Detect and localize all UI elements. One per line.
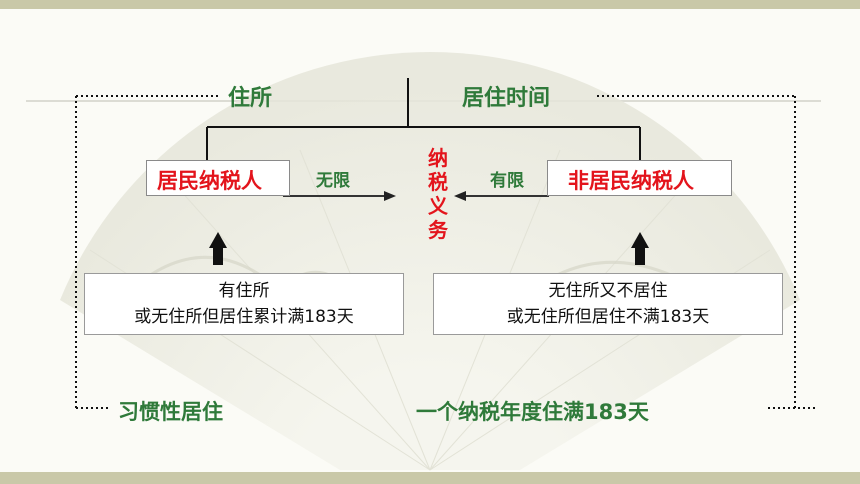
tax-obligation-char: 义 — [428, 194, 448, 218]
unlimited-label: 无限 — [316, 171, 350, 191]
limited-label: 有限 — [490, 171, 524, 191]
tax-obligation-char: 纳 — [428, 146, 448, 170]
resident-condition-line1: 有住所 — [218, 281, 270, 301]
nonresident-taxpayer-box: 非居民纳税人 — [547, 160, 732, 196]
nonresident-taxpayer-label: 非居民纳税人 — [568, 169, 694, 193]
tax-obligation-label: 纳 税 义 务 — [426, 146, 450, 242]
bottom-decorative-band — [0, 472, 860, 484]
habitual-residence-label: 习惯性居住 — [118, 400, 223, 424]
nonresident-condition-line1: 无住所又不居住 — [548, 281, 668, 301]
tax-obligation-char: 税 — [428, 170, 448, 194]
domicile-header: 住所 — [228, 86, 273, 111]
resident-taxpayer-label: 居民纳税人 — [157, 169, 262, 193]
tax-obligation-char: 务 — [428, 218, 448, 242]
top-decorative-band — [0, 0, 860, 9]
resident-condition-line2: 或无住所但居住累计满183天 — [134, 307, 354, 327]
nonresident-condition-line2: 或无住所但居住不满183天 — [506, 307, 710, 327]
residence-time-header: 居住时间 — [462, 86, 551, 111]
nonresident-condition-box: 无住所又不居住 或无住所但居住不满183天 — [433, 273, 783, 335]
resident-condition-box: 有住所 或无住所但居住累计满183天 — [84, 273, 404, 335]
resident-taxpayer-box: 居民纳税人 — [146, 160, 290, 196]
full-year-residence-label: 一个纳税年度住满183天 — [416, 400, 649, 424]
